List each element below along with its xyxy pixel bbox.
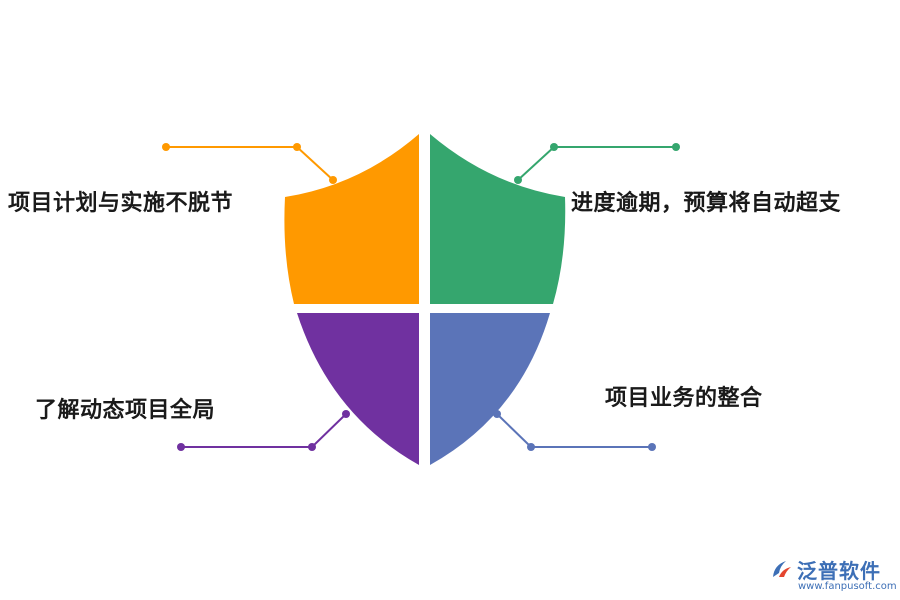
shield-top-right [430, 134, 566, 304]
shield-top-left [284, 134, 419, 304]
logo-swoosh-accent [779, 567, 791, 577]
shield-bottom-right [430, 313, 550, 465]
connector-dot [672, 143, 680, 151]
connector-dot [308, 443, 316, 451]
label-top-left: 项目计划与实施不脱节 [8, 191, 234, 216]
connector-dot [162, 143, 170, 151]
connector-top-left [162, 143, 337, 184]
connector-dot [493, 410, 501, 418]
brand-logo-icon [773, 561, 791, 577]
connector-dot [177, 443, 185, 451]
connector-dot [514, 176, 522, 184]
connector-dot [527, 443, 535, 451]
connector-dot [342, 410, 350, 418]
label-bottom-left: 了解动态项目全局 [35, 398, 216, 423]
brand-name: 泛普软件 [797, 559, 881, 583]
label-bottom-right: 项目业务的整合 [605, 386, 763, 411]
shield-bottom-left [297, 313, 419, 465]
label-top-right: 进度逾期，预算将自动超支 [571, 191, 842, 216]
brand-url: www.fanpusoft.com [798, 581, 897, 592]
connector-bottom-left [177, 410, 350, 451]
connector-dot [329, 176, 337, 184]
connector-dot [550, 143, 558, 151]
connector-dot [648, 443, 656, 451]
brand-watermark: 泛普软件 www.fanpusoft.com [770, 555, 897, 597]
connector-bottom-right [493, 410, 656, 451]
connector-top-right [514, 143, 680, 184]
connector-dot [293, 143, 301, 151]
logo-swoosh [773, 561, 786, 577]
